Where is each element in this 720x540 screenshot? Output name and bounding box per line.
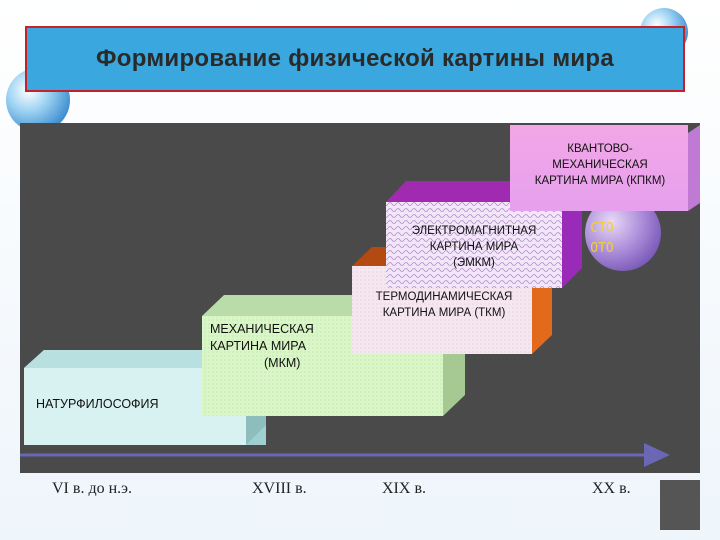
label-electromagnetic-line3: (ЭМКМ)	[453, 257, 495, 269]
label-sto-oto: СТО ОТО	[582, 219, 622, 259]
title-box: Формирование физической картины мира	[25, 26, 685, 92]
label-quantum-line3: КАРТИНА МИРА (КПКМ)	[534, 175, 666, 187]
label-mechanical-line3: (МКМ)	[264, 356, 301, 370]
era-20th-century: XX в.	[592, 480, 631, 497]
label-electromagnetic: ЭЛЕКТРОМАГНИТНАЯ КАРТИНА МИРА (ЭМКМ)	[388, 223, 560, 271]
label-thermodynamic-line1: ТЕРМОДИНАМИЧЕСКАЯ	[375, 291, 513, 303]
page-title: Формирование физической картины мира	[95, 45, 615, 72]
label-thermodynamic: ТЕРМОДИНАМИЧЕСКАЯ КАРТИНА МИРА (ТКМ)	[358, 289, 530, 321]
label-naturphilosophy: НАТУРФИЛОСОФИЯ	[36, 397, 159, 411]
diagram-area: НАТУРФИЛОСОФИЯ МЕХАНИЧЕСКАЯ КАРТИНА МИРА…	[20, 123, 700, 473]
relativity-sphere	[585, 195, 661, 271]
label-electromagnetic-line2: КАРТИНА МИРА	[429, 241, 519, 253]
label-mechanical: МЕХАНИЧЕСКАЯ КАРТИНА МИРА (МКМ)	[210, 321, 314, 372]
corner-bar	[660, 480, 700, 530]
label-quantum-line2: МЕХАНИЧЕСКАЯ	[552, 159, 648, 171]
era-18th-century: XVIII в.	[252, 480, 307, 497]
label-sto: СТО	[590, 221, 614, 236]
label-mechanical-line1: МЕХАНИЧЕСКАЯ	[210, 322, 314, 336]
step-mechanical	[202, 295, 465, 416]
step-quantum	[510, 125, 700, 211]
label-oto: ОТО	[590, 241, 614, 256]
label-quantum: КВАНТОВО- МЕХАНИЧЕСКАЯ КАРТИНА МИРА (КПК…	[512, 141, 688, 189]
step-naturphilosophy	[24, 350, 266, 445]
label-thermodynamic-line2: КАРТИНА МИРА (ТКМ)	[382, 307, 506, 319]
era-19th-century: XIX в.	[382, 480, 426, 497]
timeline-axis	[20, 443, 670, 467]
staircase-diagram	[20, 123, 700, 473]
label-electromagnetic-line1: ЭЛЕКТРОМАГНИТНАЯ	[411, 225, 537, 237]
era-6th-century-bc: VI в. до н.э.	[52, 480, 133, 497]
label-quantum-line1: КВАНТОВО-	[567, 143, 633, 155]
label-mechanical-line2: КАРТИНА МИРА	[210, 339, 307, 353]
